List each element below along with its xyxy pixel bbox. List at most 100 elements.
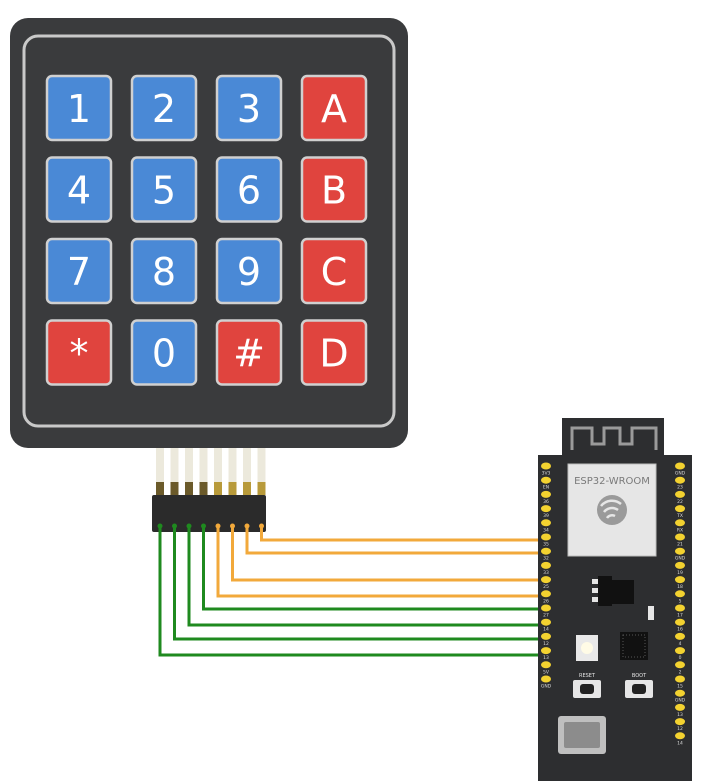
key-label: 8 (152, 250, 176, 294)
key-C[interactable]: C (300, 237, 368, 305)
small-component (648, 606, 654, 620)
pin (675, 519, 685, 527)
pin-label: 3V3 (542, 471, 551, 477)
wire (173, 526, 546, 641)
pin-label: RX (677, 527, 683, 533)
key-7[interactable]: 7 (45, 237, 113, 305)
pin-label: 2 (679, 669, 682, 675)
module-label: ESP32-WROOM (574, 476, 650, 487)
key-A[interactable]: A (300, 74, 368, 142)
boot-button[interactable] (625, 680, 653, 698)
pin-label: 32 (543, 556, 549, 562)
wire (187, 526, 546, 627)
pin (541, 490, 551, 498)
wire (202, 526, 546, 611)
key-4[interactable]: 4 (45, 156, 113, 223)
antenna-area (562, 418, 664, 466)
pin-label: 27 (543, 613, 549, 619)
pin (675, 576, 685, 584)
header-housing (152, 495, 266, 532)
pin-label: 12 (677, 726, 683, 732)
connection-wires (157, 523, 546, 657)
pin-label: 35 (543, 542, 549, 548)
pin (675, 533, 685, 541)
antenna-trace (570, 426, 658, 450)
pin (675, 647, 685, 655)
key-6[interactable]: 6 (215, 156, 283, 223)
pin (675, 476, 685, 484)
pin (541, 476, 551, 484)
key-0[interactable]: 0 (130, 319, 198, 386)
key-9[interactable]: 9 (215, 237, 283, 305)
reset-label: RESET (579, 673, 596, 679)
key-1[interactable]: 1 (45, 74, 113, 142)
pin (541, 632, 551, 640)
pin-label: 25 (543, 584, 549, 590)
pin (541, 661, 551, 669)
key-2[interactable]: 2 (130, 74, 198, 142)
pin (675, 703, 685, 711)
pin-label: EN (543, 485, 549, 491)
key-label: 3 (237, 87, 261, 131)
pin (675, 675, 685, 683)
key-B[interactable]: B (300, 156, 368, 223)
pin (541, 604, 551, 612)
pin-label: 12 (543, 641, 549, 647)
pin (675, 732, 685, 740)
pin (675, 718, 685, 726)
pin (675, 661, 685, 669)
wire (158, 526, 546, 657)
pin (541, 647, 551, 655)
pin (675, 505, 685, 513)
key-D[interactable]: D (300, 319, 368, 386)
pin-label: 14 (543, 627, 549, 633)
key-label: 7 (67, 250, 91, 294)
key-label: 6 (237, 169, 261, 213)
pin-label: 14 (677, 740, 683, 746)
pin (541, 505, 551, 513)
pin-label: 26 (543, 598, 549, 604)
pin-label: 0 (679, 655, 682, 661)
pin-label: 19 (677, 570, 683, 576)
key-5[interactable]: 5 (130, 156, 198, 223)
esp32-board: ESP32-WROOM RESET BOOT (538, 418, 692, 781)
pin (675, 604, 685, 612)
pin (541, 590, 551, 598)
pin-label: 39 (543, 513, 549, 519)
pin (675, 590, 685, 598)
pin (675, 490, 685, 498)
ribbon-cable (156, 448, 266, 495)
pin-label: TX (676, 513, 683, 519)
pin-label: 33 (543, 570, 549, 576)
pin-label: 34 (543, 527, 549, 533)
pin (541, 576, 551, 584)
pin (541, 618, 551, 626)
key-label: A (321, 87, 347, 131)
key-label: 9 (237, 250, 261, 294)
wire (216, 526, 546, 598)
pin (675, 632, 685, 640)
pin (675, 689, 685, 697)
pin-label: 13 (543, 655, 549, 661)
key-label: * (70, 332, 89, 376)
key-*[interactable]: * (45, 319, 113, 386)
key-8[interactable]: 8 (130, 237, 198, 305)
voltage-regulator (592, 576, 634, 606)
pin-label: GND (541, 684, 552, 690)
micro-usb-port (558, 716, 606, 754)
keypad-border (22, 34, 396, 428)
pin-label: GND (675, 698, 686, 704)
reset-button[interactable] (573, 680, 601, 698)
boot-label: BOOT (632, 673, 647, 679)
pin (675, 561, 685, 569)
wire (245, 526, 546, 555)
pin (541, 547, 551, 555)
key-#[interactable]: # (215, 319, 283, 386)
key-label: 0 (152, 332, 176, 376)
pin-label: 5 (679, 598, 682, 604)
key-3[interactable]: 3 (215, 74, 283, 142)
